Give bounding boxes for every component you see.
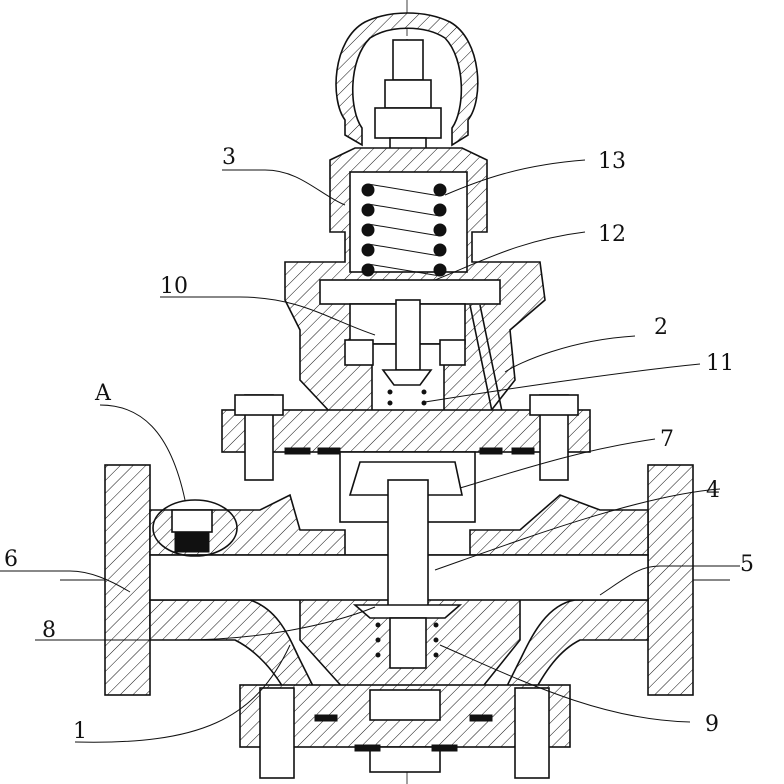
main-spring: [361, 183, 447, 277]
label-12: 12: [598, 222, 626, 247]
label-5: 5: [740, 552, 754, 577]
valve-body: [104, 464, 694, 721]
label-4: 4: [706, 478, 720, 503]
detail-a-region: [152, 499, 238, 557]
label-1: 1: [73, 719, 87, 744]
label-6: 6: [4, 547, 18, 572]
label-3: 3: [222, 145, 236, 170]
label-13: 13: [598, 149, 626, 174]
label-7: 7: [660, 427, 674, 452]
label-a: A: [94, 381, 112, 406]
label-10: 10: [160, 274, 188, 299]
label-9: 9: [705, 712, 719, 737]
bottom-cover: [239, 684, 571, 779]
leader-lines: [0, 159, 740, 743]
label-11: 11: [706, 351, 734, 376]
label-8: 8: [42, 618, 56, 643]
label-2: 2: [654, 315, 668, 340]
